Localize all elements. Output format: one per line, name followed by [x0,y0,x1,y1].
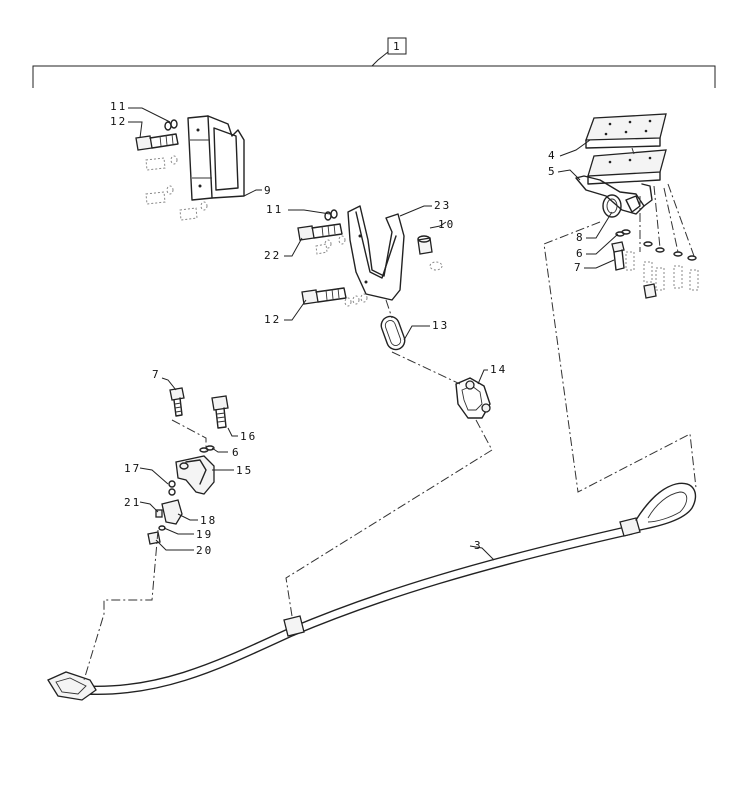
part-13-link-ring [380,315,406,351]
part-11-washer-upper-left [164,119,178,131]
callout-14: 14 [490,363,507,376]
callout-18: 18 [200,514,217,527]
assembly-number: 1 [393,40,402,53]
callout-10: 10 [438,218,455,231]
part-9-bracket-plate [187,115,245,201]
callout-8: 8 [576,231,585,244]
part-11-washer-center [315,209,346,255]
callout-23: 23 [434,199,451,212]
callout-3: 3 [474,539,483,552]
part-8-ring-clip [602,194,641,218]
part-21-nut [155,509,163,518]
callout-6-right: 6 [576,247,585,260]
part-23-center-bracket [347,205,405,301]
callout-12-center: 12 [264,313,281,326]
ghost-bolts-plate-9 [145,155,208,221]
callout-11-center: 11 [266,203,283,216]
callout-4: 4 [548,149,557,162]
step-mounting-bolts [625,183,699,299]
callout-6-left: 6 [232,446,241,459]
callout-13: 13 [432,319,449,332]
callout-5: 5 [548,165,557,178]
callout-9: 9 [264,184,273,197]
part-7-bolt-right [611,241,625,271]
part-10-bushing [417,235,443,271]
callout-16: 16 [240,430,257,443]
part-7-screw-left [169,387,185,417]
callout-19: 19 [196,528,213,541]
part-6-washer-left [199,445,215,453]
part-4-step-pad [585,113,667,149]
callout-7-right: 7 [574,261,583,274]
part-18-clip [161,499,183,525]
part-3-cable [47,482,697,701]
callout-20: 20 [196,544,213,557]
part-12-bolt-upper-left [135,133,179,151]
part-15-clamp [175,455,215,495]
part-6-washer-right [615,229,631,237]
part-14-shackle [455,377,491,419]
callout-22: 22 [264,249,281,262]
assembly-bracket: 1 [32,37,716,88]
part-5-step-bracket [575,149,667,215]
callout-7-left: 7 [152,368,161,381]
callout-15: 15 [236,464,253,477]
callout-12-upper-left: 12 [110,115,127,128]
leader-lines [128,107,619,561]
part-17-spacer [168,480,176,496]
part-16-screw [211,395,229,429]
connection-lines [83,147,697,681]
callout-21: 21 [124,496,141,509]
part-22-bolt-center [297,223,343,241]
callout-11-upper-left: 11 [110,100,127,113]
callout-17: 17 [124,462,141,475]
callout-labels: 11 12 9 11 22 12 23 10 13 14 4 5 8 6 7 7… [110,100,585,557]
part-12-bolt-center [301,287,368,307]
